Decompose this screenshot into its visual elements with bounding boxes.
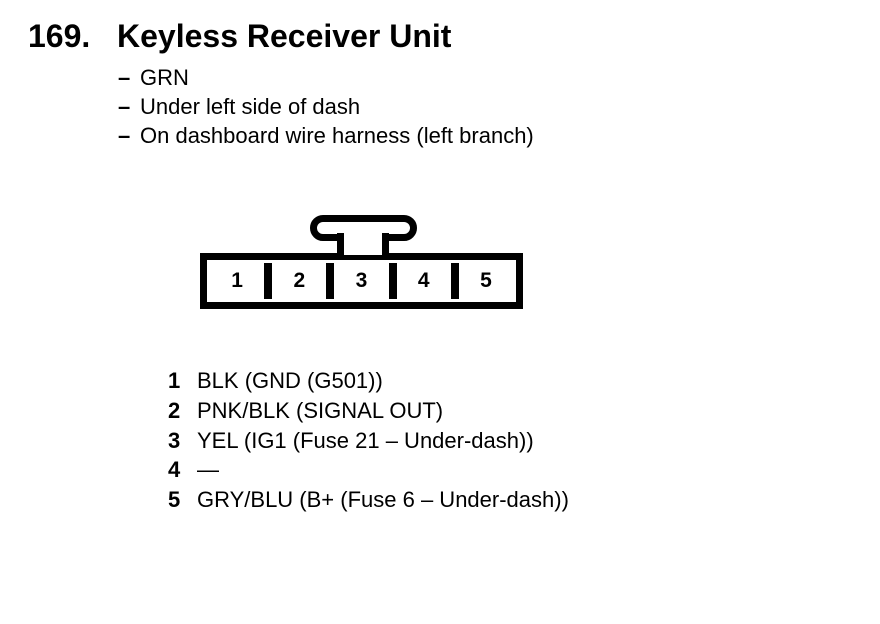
connector-cavity-1: 1 [210,263,265,299]
lock-tab-stem-left [337,233,344,255]
pin-description: GRY/BLU (B+ (Fuse 6 – Under-dash)) [197,487,569,513]
detail-item-color: – GRN [118,64,534,93]
pin-number: 5 [168,487,181,513]
cavity-number: 5 [480,269,492,292]
connector-diagram: 1 2 3 4 5 [200,213,523,310]
pin-number: 1 [168,368,181,393]
detail-text: Under left side of dash [140,93,361,119]
connector-body: 1 2 3 4 5 [200,253,523,309]
connector-cavity-4: 4 [396,263,451,299]
detail-item-location: – Under left side of dash [118,93,534,122]
connector-details: – GRN – Under left side of dash – On das… [118,64,534,150]
cavity-divider [326,263,335,299]
section-number: 169. [28,18,91,54]
cavity-divider [388,263,397,299]
cavity-divider [264,263,273,299]
pin-number: 2 [168,397,181,423]
cavity-number: 2 [293,269,306,292]
pinout-row: 1 BLK (GND (G501)) [168,366,569,396]
connector-cavity-5: 5 [458,263,514,299]
cavity-number: 3 [355,269,368,292]
pin-number: 3 [168,427,181,453]
cavity-number: 1 [231,269,243,292]
pin-description: — [197,457,219,483]
detail-text: GRN [140,65,189,90]
connector-cavity-3: 3 [334,263,389,299]
cavity-divider [450,263,459,299]
dash-bullet: – [118,93,131,119]
pin-description: PNK/BLK (SIGNAL OUT) [197,397,444,423]
connector-cavity-2: 2 [272,263,327,299]
pinout-row: 3 YEL (IG1 (Fuse 21 – Under-dash)) [168,426,569,456]
detail-text: On dashboard wire harness (left branch) [140,122,534,148]
dash-bullet: – [118,65,131,90]
pinout-list: 1 BLK (GND (G501)) 2 PNK/BLK (SIGNAL OUT… [168,366,569,515]
pin-description: YEL (IG1 (Fuse 21 – Under-dash)) [197,427,534,453]
cavity-number: 4 [417,269,430,292]
section-title: Keyless Receiver Unit [117,18,452,54]
page-title: 169. Keyless Receiver Unit [28,18,451,55]
lock-tab-stem-right [382,233,389,255]
pin-description: BLK (GND (G501)) [197,368,383,393]
pinout-row: 5 GRY/BLU (B+ (Fuse 6 – Under-dash)) [168,485,569,515]
pin-number: 4 [168,457,181,483]
pinout-row: 2 PNK/BLK (SIGNAL OUT) [168,396,569,426]
detail-item-harness: – On dashboard wire harness (left branch… [118,122,534,151]
pinout-row: 4 — [168,455,569,485]
dash-bullet: – [118,122,131,148]
lock-tab-opening [344,223,382,255]
